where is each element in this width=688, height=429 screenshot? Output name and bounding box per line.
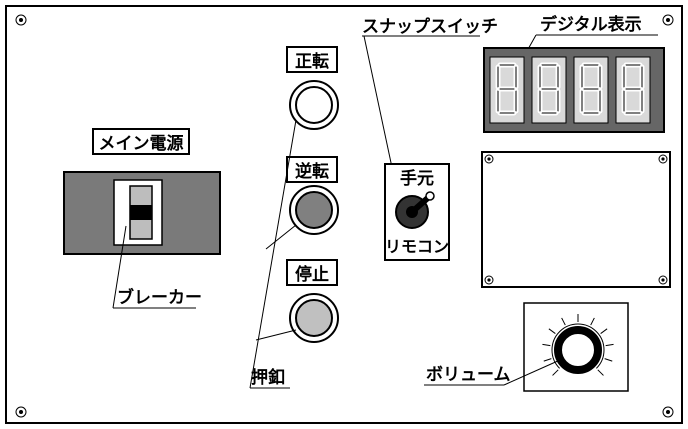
main-power-label-box bbox=[92, 128, 190, 155]
plate-screw-icon bbox=[658, 275, 668, 285]
snap-remote-label: リモコン bbox=[385, 237, 449, 256]
snap-switch-lever[interactable] bbox=[395, 191, 435, 229]
corner-screw-icon bbox=[662, 14, 674, 26]
snap-switch-label: スナップスイッチ bbox=[362, 16, 498, 37]
volume-tick bbox=[600, 328, 608, 334]
volume-tick bbox=[597, 369, 604, 376]
pushbutton-leader-line bbox=[249, 119, 297, 389]
corner-screw-icon bbox=[662, 406, 674, 418]
stop-label: 停止 bbox=[295, 264, 329, 285]
stop-button[interactable] bbox=[289, 293, 339, 343]
volume-label: ボリューム bbox=[426, 365, 511, 385]
volume-tick bbox=[548, 328, 556, 334]
plate-screw-icon bbox=[484, 154, 494, 164]
digital-display-label: デジタル表示 bbox=[540, 14, 642, 35]
volume-tick bbox=[604, 358, 613, 362]
plate-screw-icon bbox=[658, 154, 668, 164]
volume-scale-arc bbox=[551, 323, 605, 369]
corner-screw-icon bbox=[15, 406, 27, 418]
forward-label: 正転 bbox=[295, 51, 329, 72]
breaker-toggle[interactable] bbox=[130, 205, 152, 220]
pushbutton-label: 押釦 bbox=[251, 367, 285, 388]
breaker-leader-line bbox=[112, 225, 127, 309]
corner-screw-icon bbox=[15, 14, 27, 26]
pushbutton-leader-line bbox=[265, 224, 297, 250]
pushbutton-leader-line bbox=[255, 329, 297, 341]
reverse-label: 逆転 bbox=[295, 161, 329, 182]
volume-tick bbox=[552, 369, 559, 376]
breaker-label: ブレーカー bbox=[117, 287, 202, 308]
volume-tick bbox=[605, 343, 614, 347]
volume-tick bbox=[542, 343, 551, 347]
snap-local-label: 手元 bbox=[400, 168, 434, 189]
main-power-label: メイン電源 bbox=[99, 133, 184, 154]
forward-button[interactable] bbox=[289, 80, 339, 130]
digital-display-digits bbox=[489, 56, 651, 124]
stop-label-box bbox=[286, 259, 338, 286]
volume-tick bbox=[561, 317, 566, 326]
volume-scale-ticks bbox=[542, 314, 614, 376]
forward-label-box bbox=[286, 46, 338, 73]
volume-leader-line bbox=[503, 359, 561, 386]
volume-tick bbox=[590, 317, 595, 326]
blank-cover-plate bbox=[481, 151, 671, 288]
plate-screw-icon bbox=[484, 275, 494, 285]
reverse-button[interactable] bbox=[289, 185, 339, 235]
volume-knob[interactable] bbox=[554, 326, 602, 374]
volume-tick bbox=[543, 358, 552, 362]
